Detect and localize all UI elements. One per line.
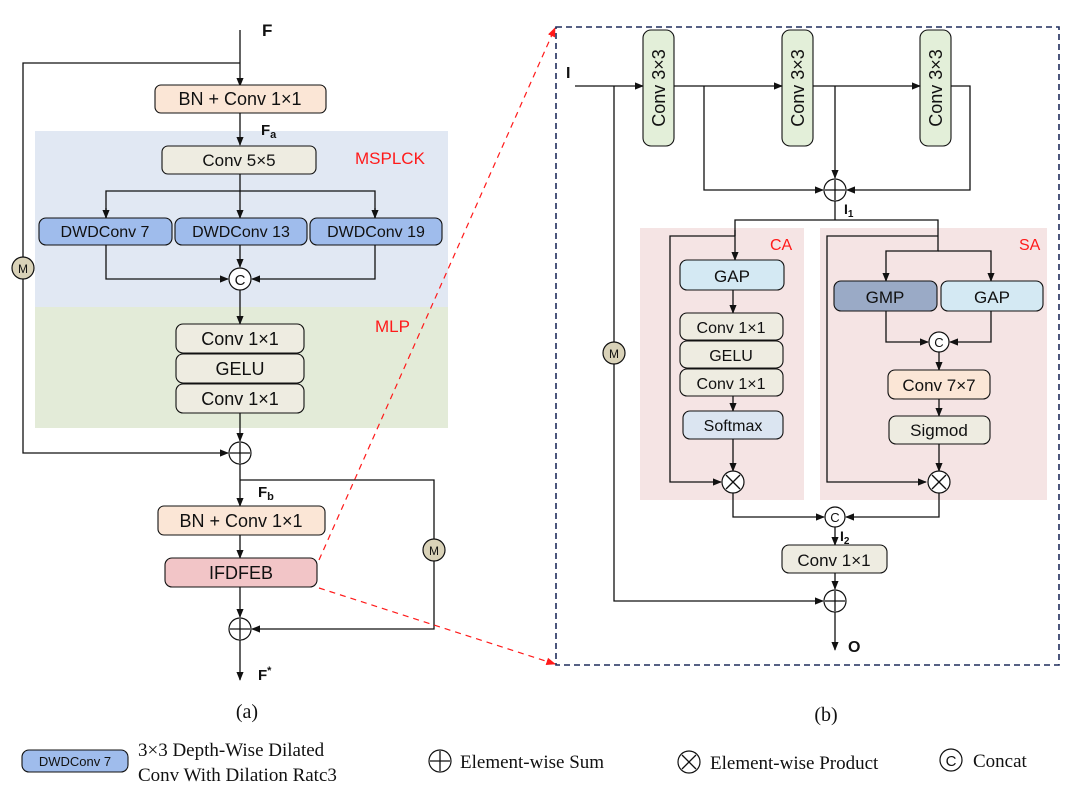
ifdfeb-detail-border	[555, 26, 1060, 666]
fa-label: Fa	[261, 122, 277, 141]
sum-symbol-b2	[823, 589, 847, 613]
svg-text:DWDConv 19: DWDConv 19	[327, 224, 425, 241]
zoom-connector-top	[318, 27, 556, 561]
svg-text:C: C	[934, 335, 943, 350]
mlp-label: MLP	[375, 317, 410, 336]
i2-label: I2	[840, 528, 850, 547]
svg-text:Conv 5×5: Conv 5×5	[202, 151, 275, 170]
svg-text:M: M	[429, 544, 439, 558]
ca-label: CA	[770, 237, 793, 254]
product-symbol-ca	[721, 470, 745, 494]
svg-text:Conv 1×1: Conv 1×1	[697, 376, 766, 393]
legend-product-desc: Element-wise Product	[710, 753, 879, 774]
msplck-label: MSPLCK	[355, 149, 426, 168]
svg-text:Conv 1×1: Conv 1×1	[201, 389, 279, 409]
svg-text:Conv 1×1: Conv 1×1	[697, 320, 766, 337]
input-f-label: F	[262, 21, 272, 40]
svg-text:C: C	[830, 510, 839, 525]
sa-region	[820, 228, 1047, 500]
svg-text:GELU: GELU	[709, 348, 753, 365]
caption-a: (a)	[236, 701, 258, 723]
svg-text:Conv 1×1: Conv 1×1	[201, 329, 279, 349]
legend-concat-icon	[939, 748, 963, 772]
mlp-gelu-box	[175, 353, 305, 384]
conv5-box	[161, 145, 317, 175]
legend-concat-desc: Concat	[973, 751, 1028, 772]
svg-text:GAP: GAP	[974, 288, 1010, 307]
m-symbol-right	[422, 538, 446, 562]
svg-text:BN + Conv 1×1: BN + Conv 1×1	[178, 89, 301, 109]
svg-text:Softmax: Softmax	[704, 418, 763, 435]
output-o-label: O	[848, 639, 860, 656]
i1-label: I1	[844, 201, 854, 220]
legend-sum-desc: Element-wise Sum	[460, 752, 604, 773]
svg-text:BN + Conv 1×1: BN + Conv 1×1	[179, 511, 302, 531]
svg-text:Conv 3×3: Conv 3×3	[926, 49, 946, 127]
svg-text:DWDConv 7: DWDConv 7	[39, 754, 111, 769]
zoom-connector-bottom	[318, 587, 556, 666]
sum-symbol-a1	[228, 441, 252, 465]
sa-gap-box	[940, 280, 1044, 312]
legend: DWDConv 7 3×3 Depth-Wise Dilated Conv Wi…	[21, 740, 1028, 786]
svg-text:Conv 7×7: Conv 7×7	[902, 376, 975, 395]
ifdfeb-box	[164, 557, 318, 588]
mlp-conv1-box	[175, 323, 305, 354]
product-symbol-sa	[927, 470, 951, 494]
svg-text:Sigmod: Sigmod	[910, 421, 968, 440]
panel-a: F M BN + Conv 1×1 Fa MSPLCK Conv 5×5 DWD…	[11, 21, 448, 723]
sum-symbol-b1	[823, 178, 847, 202]
dwdconv13-box	[174, 217, 308, 246]
svg-text:GAP: GAP	[714, 267, 750, 286]
legend-product-icon	[677, 750, 701, 774]
ca-gap-box	[679, 259, 785, 291]
sum-symbol-a2	[228, 617, 252, 641]
panel-b: I M Conv 3×3 Conv 3×3 Conv 3×3 I1 CA	[555, 26, 1060, 726]
svg-text:DWDConv 13: DWDConv 13	[192, 224, 290, 241]
sa-label: SA	[1019, 237, 1041, 254]
bn-conv-bottom-box	[157, 505, 326, 536]
legend-sum-icon	[428, 749, 452, 773]
svg-text:GMP: GMP	[866, 288, 905, 307]
svg-text:C: C	[235, 272, 246, 289]
fb-label: Fb	[258, 484, 274, 503]
ca-gelu-box	[679, 340, 784, 369]
dwdconv19-box	[309, 217, 443, 246]
legend-dwd-desc-1: 3×3 Depth-Wise Dilated	[138, 740, 325, 761]
svg-text:Conv 3×3: Conv 3×3	[788, 49, 808, 127]
input-i-label: I	[566, 65, 570, 82]
conv3-block-1	[642, 29, 675, 147]
legend-dwd-desc-2: Conv With Dilation Ratc3	[138, 765, 337, 786]
m-symbol-b	[602, 341, 626, 365]
svg-text:GELU: GELU	[215, 359, 264, 379]
svg-text:Conv 1×1: Conv 1×1	[797, 551, 870, 570]
svg-text:C: C	[946, 753, 957, 770]
svg-text:DWDConv 7: DWDConv 7	[61, 224, 150, 241]
m-symbol-left	[11, 256, 35, 280]
ca-conv2-box	[679, 368, 784, 397]
svg-text:IFDFEB: IFDFEB	[209, 563, 273, 583]
ca-conv1-box	[679, 312, 784, 341]
svg-text:Conv 3×3: Conv 3×3	[649, 49, 669, 127]
output-f-label: F*	[258, 665, 272, 684]
svg-text:M: M	[18, 262, 28, 276]
svg-text:M: M	[609, 347, 619, 361]
legend-dwd-box	[21, 749, 129, 773]
caption-b: (b)	[814, 704, 837, 726]
